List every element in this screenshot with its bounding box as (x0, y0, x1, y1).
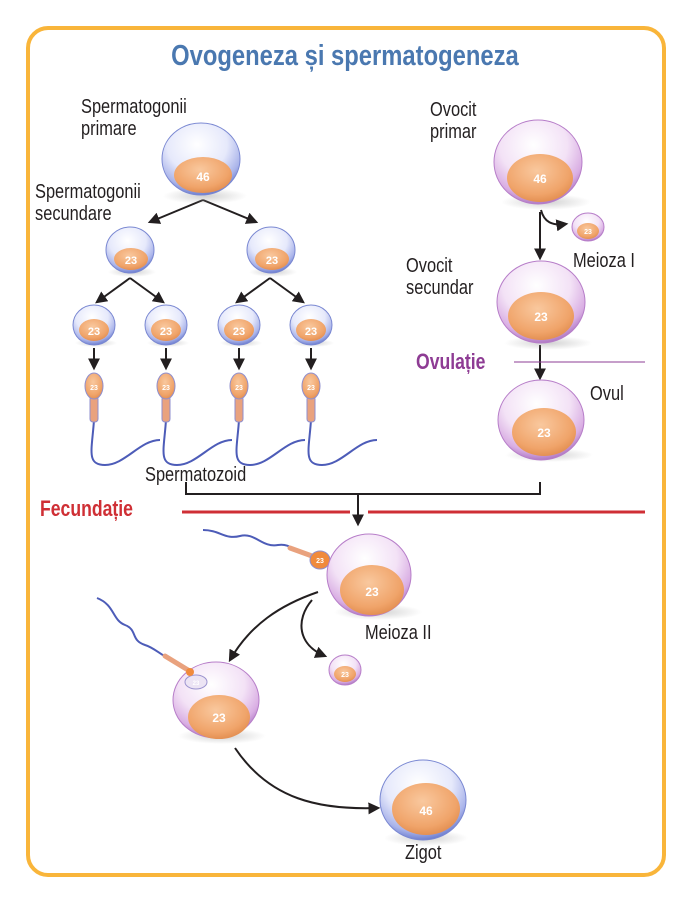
chromosome-count: 23 (160, 326, 172, 338)
cell-oocyte-after-meiosis-2: 23 23 (172, 661, 266, 744)
label-meiosis-1: Meioza I (573, 250, 635, 272)
chromosome-count: 23 (193, 681, 200, 687)
stage-ovulation: Ovulație (416, 349, 486, 374)
cell-polar-body-1: 23 (571, 212, 605, 242)
chromosome-count: 23 (365, 585, 379, 599)
merge-bracket (185, 482, 541, 527)
chromosome-count: 23 (162, 385, 170, 392)
label-spermatogonia-primary: Spermatogonii primare (81, 96, 187, 140)
arrow-to-oocyte-after-meiosis-2 (228, 591, 319, 663)
sperm-pronucleus (184, 674, 208, 690)
spermatozoon-2: 23 (156, 372, 233, 467)
chromosome-count: 23 (90, 385, 98, 392)
chromosome-count: 23 (233, 326, 245, 338)
cell-spermatid-3: 23 (217, 304, 262, 347)
spermatozoon-3: 23 (229, 372, 306, 467)
arrow-to-spermatid-4 (269, 277, 305, 304)
label-meiosis-2: Meioza II (365, 622, 432, 644)
cell-ovum: 23 (497, 379, 593, 462)
chromosome-count: 46 (419, 804, 433, 818)
chromosome-count: 23 (212, 711, 226, 725)
arrow-to-zygote (234, 747, 381, 815)
arrow-to-polar-body-1 (540, 209, 569, 232)
penetrating-spermatozoon (96, 597, 191, 673)
cell-spermatogonium-primary: 46 (161, 122, 247, 204)
label-oocyte-secondary: Ovocit secundar (406, 255, 474, 299)
diagram-title: Ovogeneza și spermatogeneza (171, 40, 519, 72)
arrow-to-spermatid-3 (235, 277, 271, 304)
chromosome-count: 23 (316, 558, 324, 565)
label-ovum: Ovul (590, 383, 624, 405)
chromosome-count: 23 (88, 326, 100, 338)
spermatozoon-4: 23 (301, 372, 378, 467)
fertilizing-spermatozoon: 23 (202, 529, 331, 570)
cell-spermatogonium-secondary-left: 23 (105, 226, 156, 277)
diagram-frame (26, 26, 666, 877)
cell-spermatogonium-secondary-right: 23 (246, 226, 297, 277)
chromosome-count: 23 (235, 385, 243, 392)
meiosis-2-arrows (228, 591, 381, 815)
arrow-to-polar-body-2 (300, 599, 328, 658)
chromosome-count: 23 (307, 385, 315, 392)
label-oocyte-primary: Ovocit primar (430, 99, 477, 143)
chromosome-count: 23 (305, 326, 317, 338)
cell-polar-body-2: 23 (328, 654, 362, 686)
chromosome-count: 23 (537, 426, 551, 440)
chromosome-count: 23 (584, 229, 592, 236)
label-zygote: Zigot (405, 842, 442, 864)
cell-oocyte-secondary: 23 (496, 260, 592, 350)
chromosome-count: 46 (533, 172, 547, 186)
chromosome-count: 23 (534, 310, 548, 324)
label-spermatozoon: Spermatozoid (145, 464, 247, 486)
chromosome-count: 46 (196, 170, 210, 184)
cell-spermatid-4: 23 (289, 304, 334, 347)
spermatozoon-1: 23 (84, 372, 161, 467)
arrow-to-spermatid-2 (129, 277, 165, 304)
stage-fertilization: Fecundație (40, 496, 133, 521)
cell-fertilized-oocyte: 23 (326, 533, 422, 620)
label-spermatogonia-secondary: Spermatogonii secundare (35, 181, 141, 225)
cell-spermatid-1: 23 (72, 304, 117, 347)
chromosome-count: 23 (266, 255, 278, 267)
chromosome-count: 23 (341, 672, 349, 679)
spermatogenesis-arrows (88, 199, 317, 371)
chromosome-count: 23 (125, 255, 137, 267)
arrow-to-spermatid-1 (95, 277, 131, 304)
cell-zygote: 46 (379, 759, 468, 846)
cell-oocyte-primary: 46 (493, 119, 591, 210)
cell-spermatid-2: 23 (144, 304, 189, 347)
